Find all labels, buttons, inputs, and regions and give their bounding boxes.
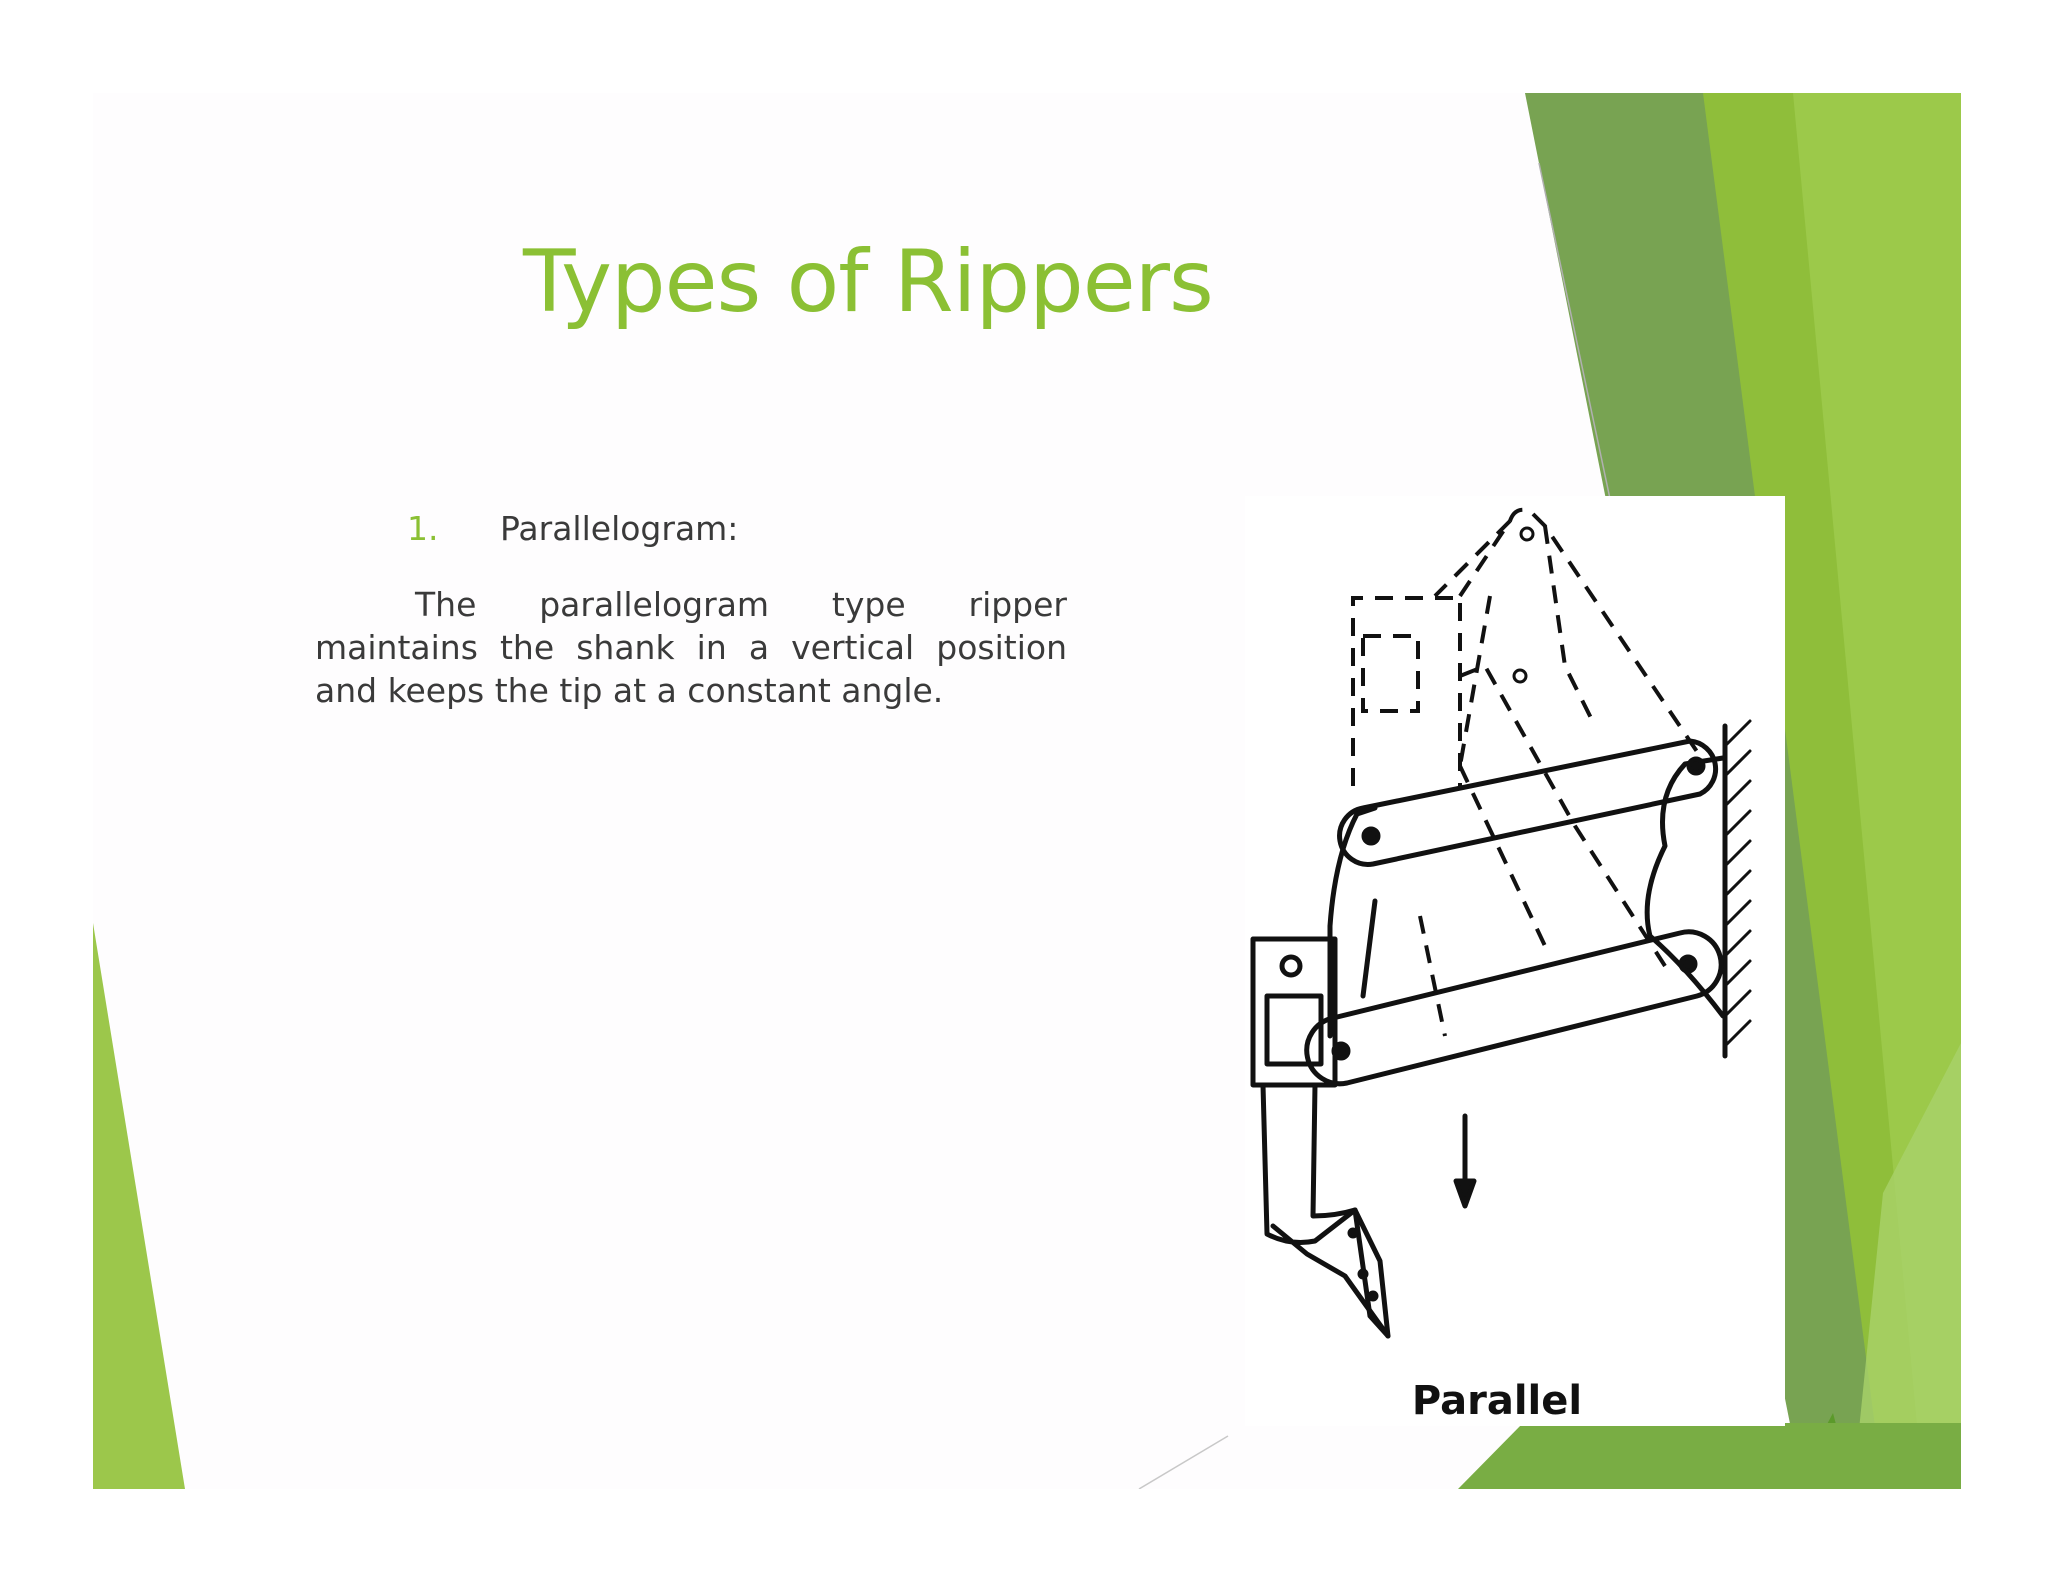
list-label: Parallelogram: <box>500 509 739 548</box>
deco-bottom-band <box>1458 1423 1961 1489</box>
list-item-parallelogram: 1. Parallelogram: <box>407 509 738 548</box>
description-paragraph: The parallelogram type ripper maintains … <box>315 585 1067 710</box>
slide: Types of Rippers 1. Parallelogram: The pa… <box>93 93 1961 1489</box>
deco-facet <box>1853 1043 1961 1489</box>
slide-title: Types of Rippers <box>523 232 1214 332</box>
figure-caption: Parallel <box>1412 1378 1582 1424</box>
list-number: 1. <box>407 509 439 548</box>
ripper-diagram: Parallel <box>1245 496 1785 1426</box>
deco-left-wedge <box>93 923 185 1489</box>
parallelogram-ripper-drawing: Parallel <box>1250 507 1752 1424</box>
